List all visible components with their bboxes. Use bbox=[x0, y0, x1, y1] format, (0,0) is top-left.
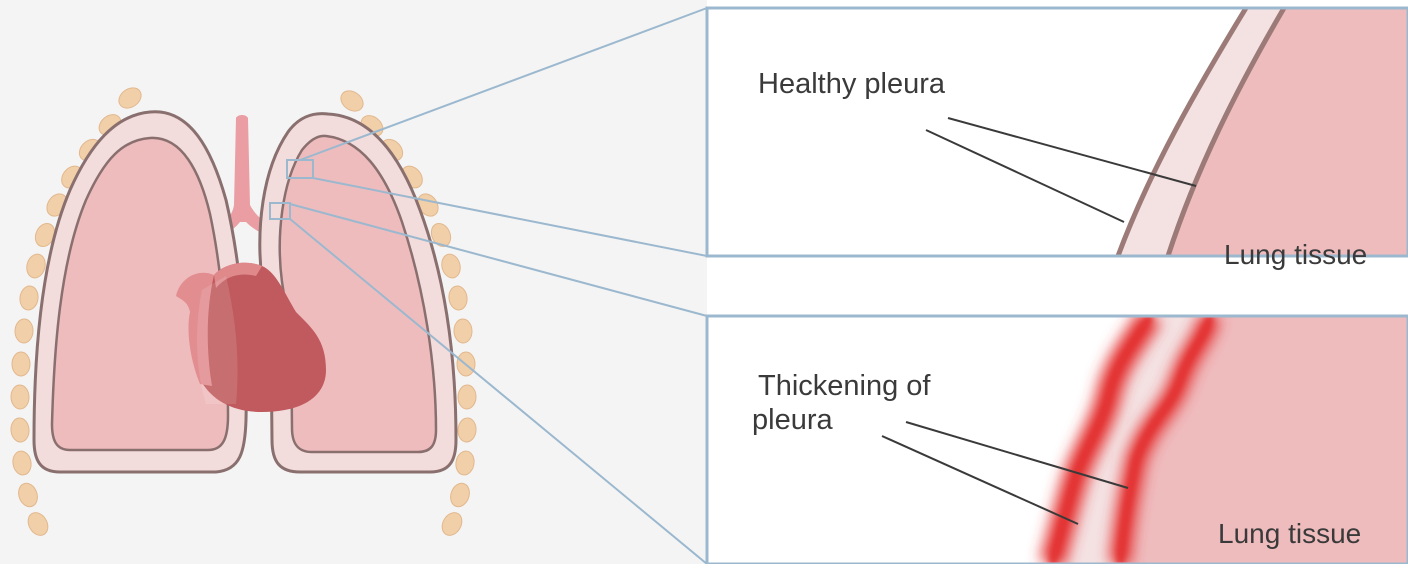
thickening-label-line2: pleura bbox=[752, 403, 833, 437]
thickening-label-line1: Thickening of bbox=[758, 369, 931, 403]
lung-tissue-bottom-label: Lung tissue bbox=[1218, 517, 1361, 551]
lung-tissue-top-label: Lung tissue bbox=[1224, 238, 1367, 272]
healthy-pleura-panel bbox=[707, 8, 1408, 256]
healthy-pleura-label: Healthy pleura bbox=[758, 67, 945, 101]
